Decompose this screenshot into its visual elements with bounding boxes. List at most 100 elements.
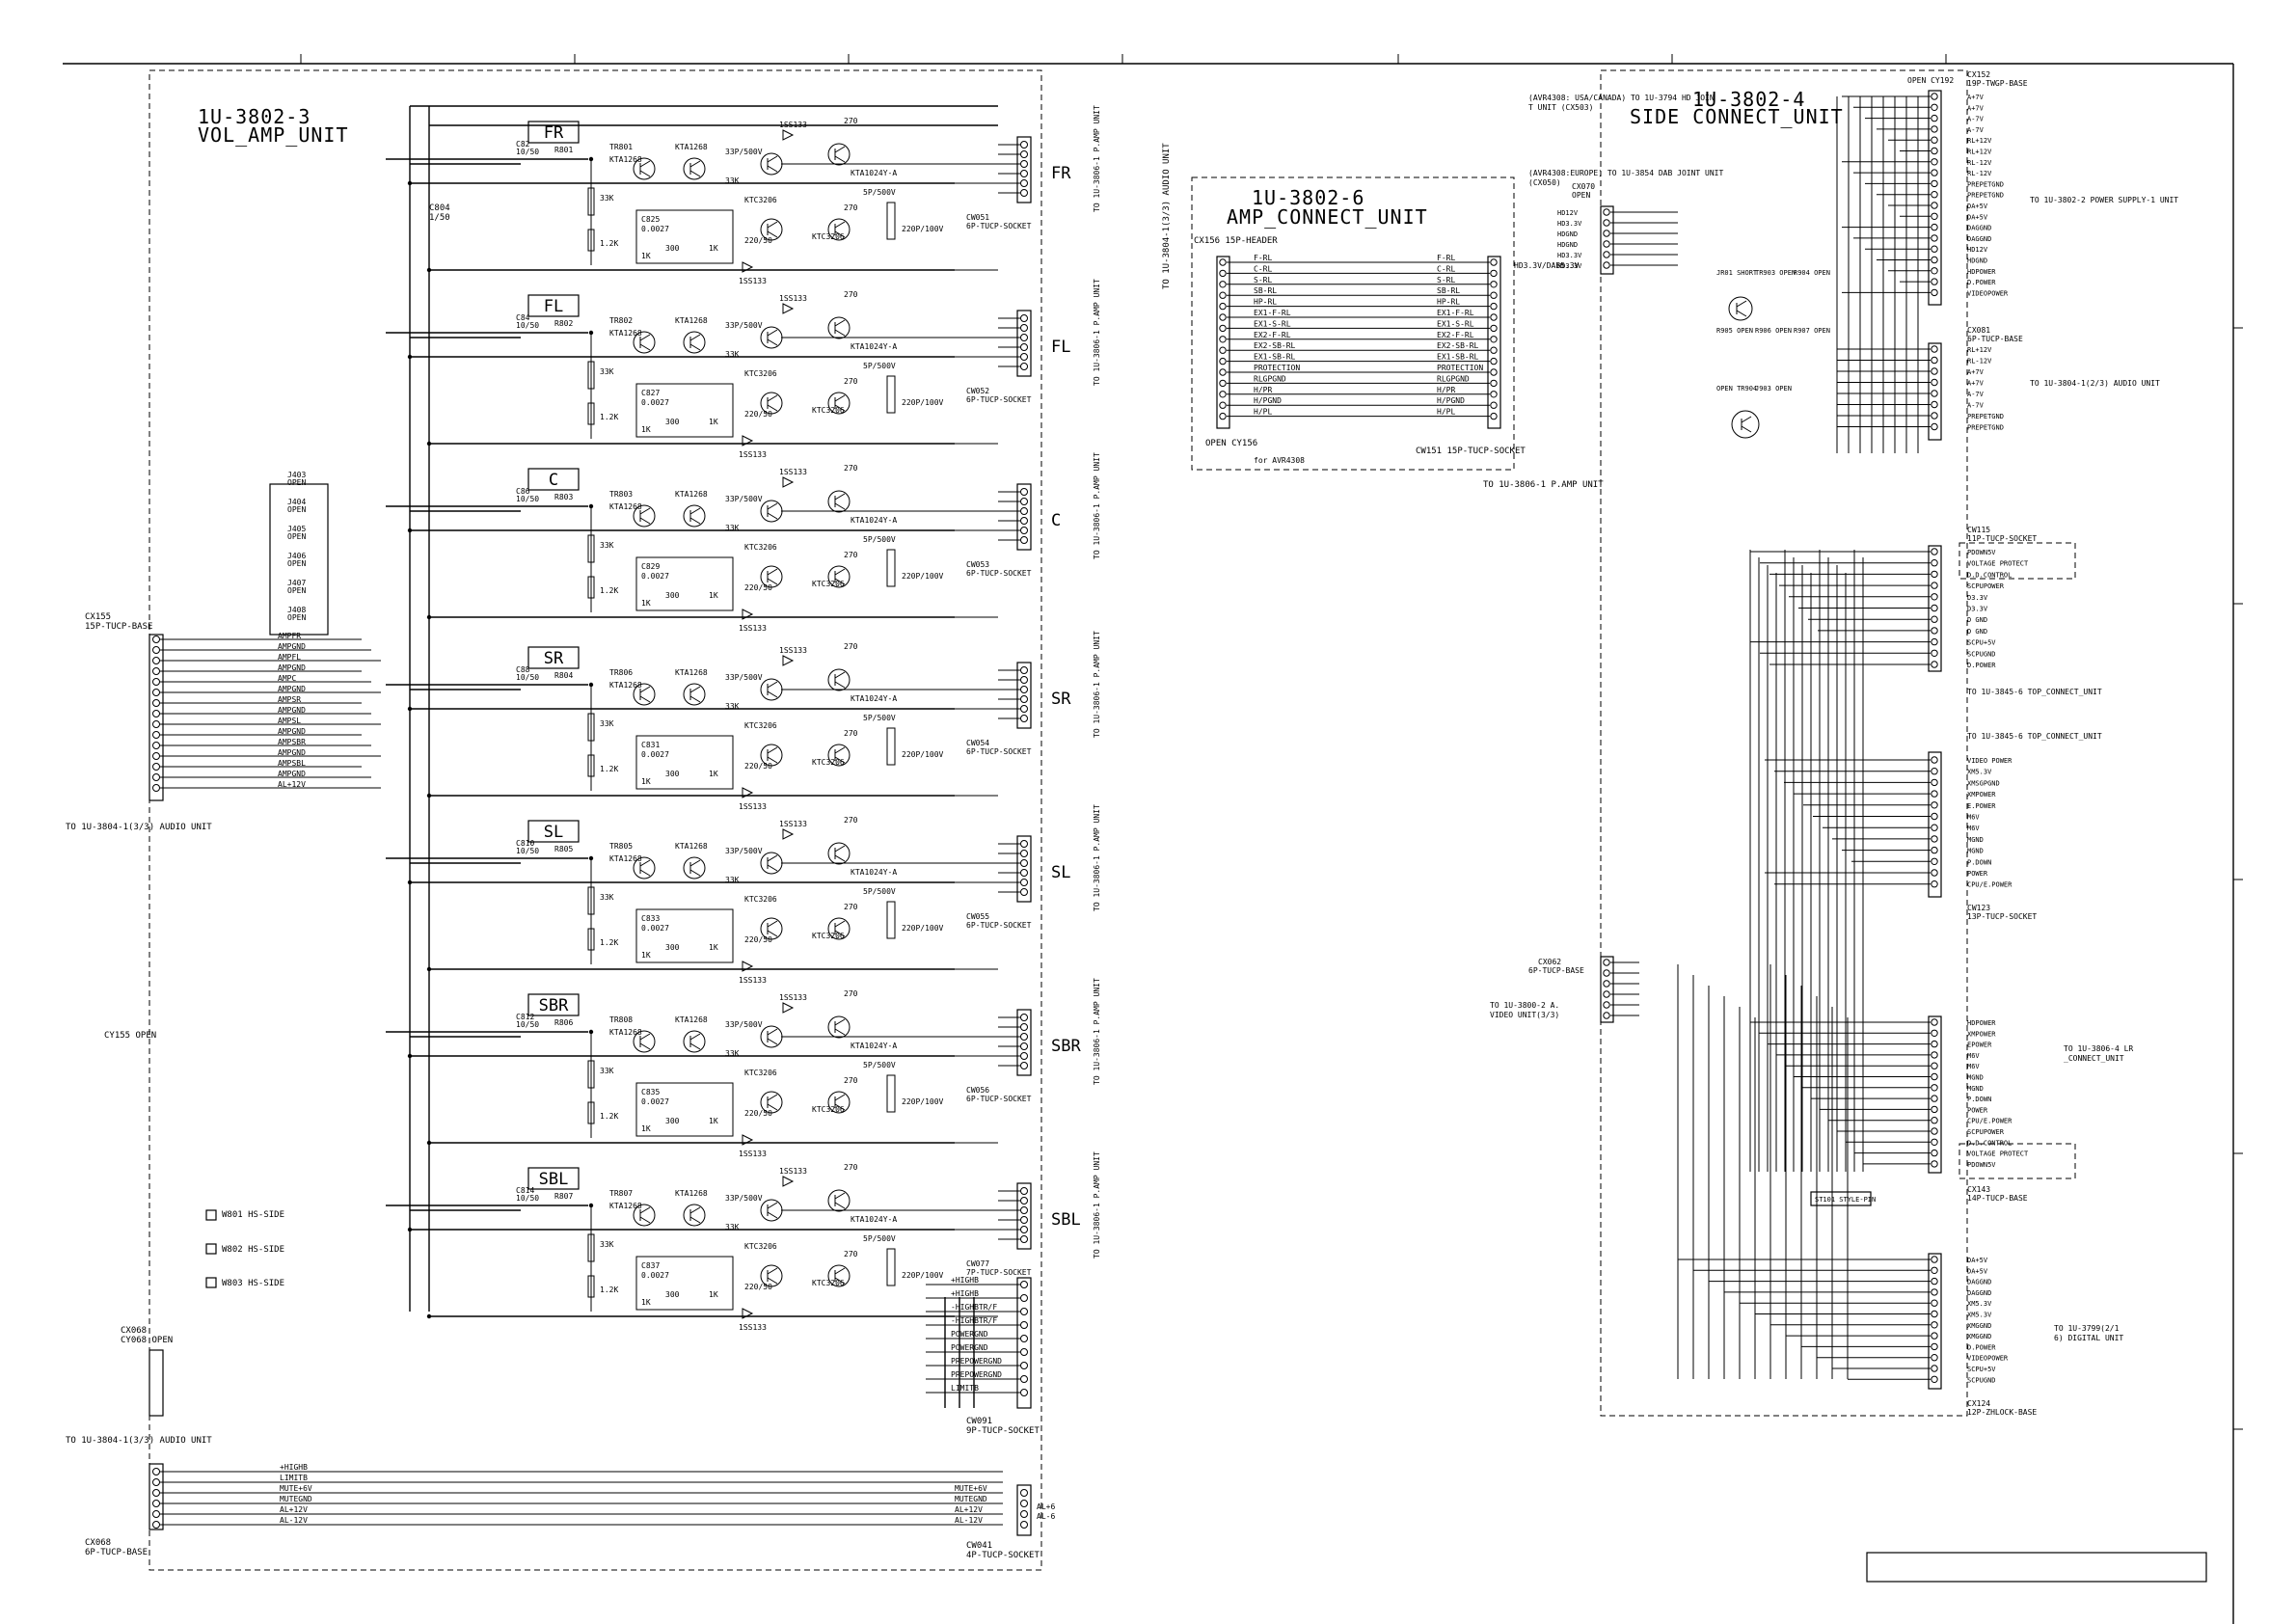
- capacitor-value: 5P/500V: [863, 1061, 896, 1069]
- resistor-value: 1K: [709, 1290, 718, 1299]
- capacitor-value: 220/50: [744, 1283, 772, 1291]
- capacitor-value: 0.0027: [641, 398, 669, 407]
- output-socket-type: 6P-TUCP-SOCKET: [966, 222, 1032, 230]
- capacitor-value: 0.0027: [641, 572, 669, 581]
- cx143-type: 14P-TUCP-BASE: [1967, 1194, 2028, 1203]
- cx143-destination-2: _CONNECT_UNIT: [2064, 1054, 2124, 1063]
- wire: [834, 404, 846, 412]
- wire: [834, 319, 846, 327]
- cw115-pin: [1931, 559, 1938, 567]
- style-pin-box: [1810, 1191, 1872, 1206]
- output-destination: TO 1U-3806-1 P.AMP UNIT: [1093, 452, 1101, 559]
- sheet-frame: [63, 54, 2243, 1624]
- jumper-state: OPEN: [287, 505, 306, 514]
- transistor-symbol: [827, 917, 851, 940]
- transistor-symbol: [760, 392, 783, 415]
- capacitor: [886, 1248, 896, 1286]
- diode-part: 1SS133: [779, 294, 807, 303]
- cx070-open: OPEN: [1572, 191, 1590, 200]
- cx124-pin: [1931, 1321, 1938, 1329]
- cx068-pin: [152, 1500, 160, 1507]
- jumper-ref: J407: [287, 579, 306, 587]
- resistor-value: 1.2K: [600, 1286, 618, 1294]
- transistor-part: KTA1268: [609, 1028, 642, 1037]
- cw151-pin: [1490, 346, 1498, 354]
- cx068-pin: [152, 1468, 160, 1475]
- cw091-pin: [1020, 1281, 1028, 1288]
- output-socket-pin: [1020, 676, 1028, 684]
- diode-part: 1SS133: [739, 976, 767, 985]
- channel-label: SL: [544, 823, 563, 842]
- junction-dot: [588, 682, 594, 688]
- cw151-pin: [1490, 302, 1498, 311]
- cw091-pin-label: POWERGND: [951, 1330, 988, 1339]
- output-socket-pin: [1020, 517, 1028, 525]
- cx143-pin-label: VOLTAGE PROTECT: [1967, 1150, 2029, 1158]
- cx152-pin: [1931, 147, 1938, 155]
- cx124-pin: [1931, 1354, 1938, 1362]
- transistor-part: KTA1268: [675, 1015, 708, 1024]
- cx070-pin-label: HD3.3V: [1557, 220, 1582, 228]
- output-socket-type: 6P-TUCP-SOCKET: [966, 395, 1032, 404]
- cw123-pin: [1931, 824, 1938, 831]
- cx081-pin: [1931, 400, 1938, 409]
- output-socket-name: CW056: [966, 1086, 989, 1095]
- resistor-value: 1.2K: [600, 586, 618, 595]
- cw115-pin: [1931, 548, 1938, 555]
- transistor-part: KTA1268: [609, 681, 642, 690]
- cw123-pin: [1931, 846, 1938, 854]
- cx155-pin-label: AMPGND: [278, 770, 306, 778]
- transistor-ref: TR805: [609, 842, 633, 851]
- diode-part: 1SS133: [779, 646, 807, 655]
- cw091-pin-label: PREPOWERGND: [951, 1370, 1002, 1379]
- amp-connect-right-label: F-RL: [1437, 254, 1455, 262]
- output-socket-pin: [1020, 488, 1028, 496]
- jumper-ref: J406: [287, 552, 306, 560]
- wire: [639, 170, 651, 177]
- cx068-pin: [152, 1521, 160, 1529]
- cx152-pin: [1931, 267, 1938, 275]
- cx081-pin-label: A-7V: [1967, 402, 1985, 410]
- resistor-value: 1K: [709, 1117, 718, 1125]
- cx156-pin: [1219, 302, 1227, 311]
- cw091-pin-label: POWERGND: [951, 1343, 988, 1352]
- diode-part: 1SS133: [739, 450, 767, 459]
- transistor-part: KTA1268: [609, 854, 642, 863]
- transistor-part: KTA1268: [609, 155, 642, 164]
- cx152-pin-label: DA+5V: [1967, 203, 1988, 210]
- svg-text:C804: C804: [429, 203, 450, 213]
- transistor-symbol: [683, 1204, 706, 1227]
- transistor-part: KTC3206: [744, 721, 777, 730]
- channel-label-box: [527, 820, 580, 843]
- transistor-part: KTA1268: [609, 329, 642, 338]
- capacitor-ref: C835: [641, 1088, 660, 1096]
- cy155-open: CY155 OPEN: [104, 1031, 156, 1041]
- capacitor-value: 33P/500V: [725, 673, 763, 682]
- amp-connect-right-label: RLGPGND: [1437, 374, 1470, 383]
- wire: [834, 1103, 846, 1111]
- cx070-pin: [1603, 230, 1610, 237]
- cx081-pin: [1931, 356, 1938, 365]
- cw151-body: [1487, 256, 1501, 429]
- output-channel-label: SR: [1051, 690, 1071, 709]
- amp-connect-left-label: H/PGND: [1254, 396, 1282, 405]
- cx062-pin: [1603, 1012, 1610, 1019]
- wire: [834, 671, 846, 679]
- wire: [834, 568, 846, 576]
- amp-connect-left-label: SB-RL: [1254, 286, 1277, 295]
- resistor-value: 270: [844, 551, 858, 559]
- cw151-pin: [1490, 401, 1498, 409]
- cx155-pin-label: AMPGND: [278, 663, 306, 672]
- transistor-symbol: [827, 490, 851, 513]
- transistor-symbol: [760, 218, 783, 241]
- junction-dot: [588, 503, 594, 509]
- cx143-pin: [1931, 1072, 1938, 1081]
- cx156-pin: [1219, 401, 1227, 409]
- bias-network-box: [635, 1082, 734, 1137]
- cx152-pin-label: HDGND: [1967, 257, 1987, 265]
- wire: [834, 1018, 846, 1026]
- output-socket-pin: [1020, 1062, 1028, 1069]
- cx155-pin-label: AMPFL: [278, 653, 301, 662]
